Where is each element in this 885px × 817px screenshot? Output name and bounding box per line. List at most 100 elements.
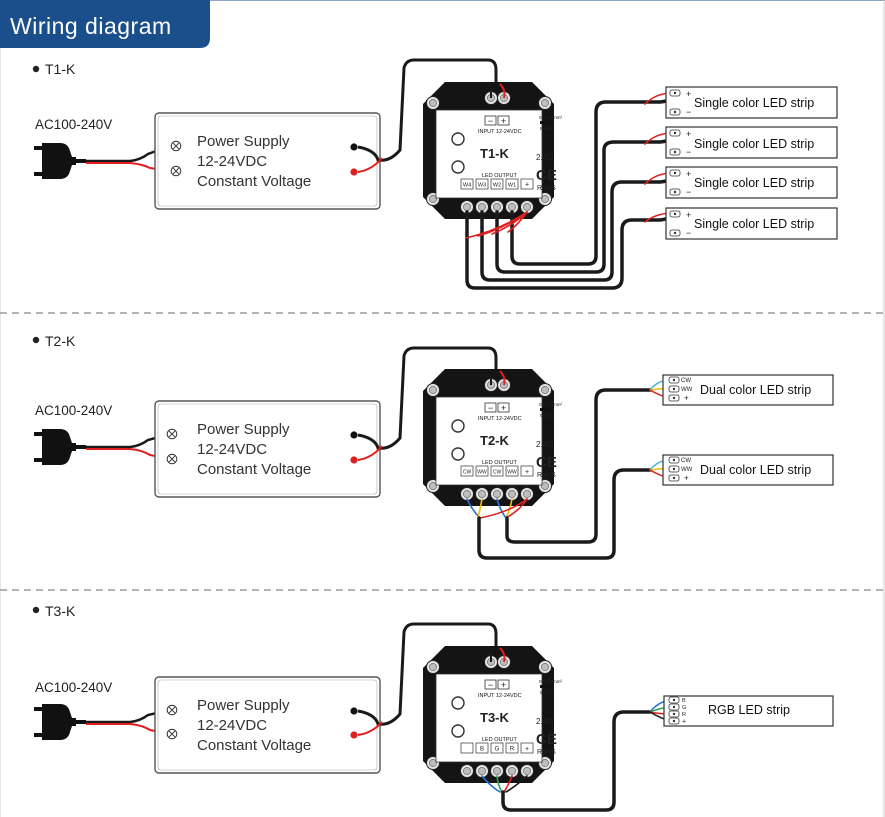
svg-text:B: B [480, 747, 484, 753]
svg-text:WW: WW [681, 467, 693, 473]
svg-text:+: + [686, 169, 691, 179]
section-t1k: T1-K AC100-240V Power Supply 12-24VDC Co… [32, 58, 838, 290]
section-title: T1-K [45, 61, 76, 77]
strip-label: Single color LED strip [694, 96, 814, 110]
led-strip: CW WW + Dual color LED strip [662, 454, 834, 486]
svg-text:−: − [686, 147, 691, 157]
svg-text:6-9mm: 6-9mm [540, 126, 554, 131]
page-title: Wiring diagram [10, 13, 172, 39]
svg-text:R: R [682, 712, 686, 718]
svg-text:R: R [510, 747, 515, 753]
power-supply: Power Supply 12-24VDC Constant Voltage [154, 400, 381, 498]
svg-text:INPUT 12-24VDC: INPUT 12-24VDC [478, 129, 522, 135]
svg-text:CW: CW [681, 458, 691, 464]
output-wires [466, 379, 671, 560]
svg-text:G: G [682, 705, 686, 711]
svg-text:W4: W4 [463, 183, 471, 189]
svg-text:−: − [488, 403, 493, 413]
led-strip: B G R + RGB LED strip [663, 695, 834, 727]
controller: − + INPUT 12-24VDC 0.5-2.0mm² 6-9mm T2-K… [423, 369, 563, 506]
section-title: T2-K [45, 333, 76, 349]
svg-text:−: − [686, 107, 691, 117]
strip-label: Dual color LED strip [700, 463, 811, 477]
output-terminal-labels: CW WW CW WW + [460, 465, 534, 477]
svg-text:+: + [684, 394, 689, 403]
output-terminal-labels: W4 W3 W2 W1 + [460, 178, 534, 190]
psu-line1: Power Supply [197, 421, 290, 438]
svg-text:INPUT 12-24VDC: INPUT 12-24VDC [478, 693, 522, 699]
psu-line2: 12-24VDC [197, 441, 267, 458]
svg-text:2.4G: 2.4G [536, 717, 553, 726]
bullet-icon [32, 336, 40, 344]
svg-text:+: + [525, 746, 529, 753]
controller-model: T3-K [480, 710, 510, 725]
svg-text:−: − [488, 680, 493, 690]
section-t2k: T2-K AC100-240V Power Supply 12-24VDC Co… [32, 333, 834, 560]
svg-text:RoHS: RoHS [537, 185, 556, 192]
strip-label: Single color LED strip [694, 217, 814, 231]
controller-model: T1-K [480, 146, 510, 161]
svg-text:RoHS: RoHS [537, 749, 556, 756]
svg-text:+: + [525, 469, 529, 476]
strip-label: Dual color LED strip [700, 383, 811, 397]
svg-text:2.4G: 2.4G [536, 440, 553, 449]
mains-label: AC100-240V [35, 117, 112, 132]
svg-text:6-9mm: 6-9mm [540, 413, 554, 418]
header-tab [0, 0, 210, 48]
svg-text:CE: CE [536, 454, 557, 471]
svg-text:−: − [686, 187, 691, 197]
svg-text:+: + [525, 182, 529, 189]
led-strip: + − Single color LED strip [665, 207, 838, 240]
svg-text:WW: WW [681, 387, 693, 393]
svg-text:6-9mm: 6-9mm [540, 690, 554, 695]
led-strip: + − Single color LED strip [665, 86, 838, 119]
psu-line2: 12-24VDC [197, 717, 267, 734]
power-plug-icon [34, 704, 86, 740]
power-supply: Power Supply 12-24VDC Constant Voltage [154, 676, 381, 774]
bullet-icon [32, 65, 40, 73]
svg-text:LED OUTPUT: LED OUTPUT [482, 173, 517, 179]
svg-text:+: + [501, 116, 506, 126]
svg-text:W1: W1 [508, 183, 516, 189]
svg-text:+: + [686, 210, 691, 220]
bullet-icon [32, 606, 40, 614]
output-terminal-labels: B G R + [460, 742, 534, 754]
svg-text:CE: CE [536, 731, 557, 748]
svg-text:+: + [686, 129, 691, 139]
strip-label: Single color LED strip [694, 137, 814, 151]
controller: − + INPUT 12-24VDC 0.5-2.0mm² 6-9mm T1-K… [423, 82, 563, 219]
header: Wiring diagram [0, 0, 210, 48]
svg-text:0.5-2.0mm²: 0.5-2.0mm² [539, 402, 563, 407]
led-strip: + − Single color LED strip [665, 166, 838, 199]
psu-line3: Constant Voltage [197, 173, 311, 190]
svg-text:CE: CE [536, 167, 557, 184]
svg-text:0.5-2.0mm²: 0.5-2.0mm² [539, 679, 563, 684]
svg-text:+: + [682, 719, 686, 726]
svg-text:+: + [686, 89, 691, 99]
led-strip: CW WW + Dual color LED strip [662, 374, 834, 406]
svg-text:0.5-2.0mm²: 0.5-2.0mm² [539, 115, 563, 120]
psu-line1: Power Supply [197, 133, 290, 150]
svg-text:INPUT 12-24VDC: INPUT 12-24VDC [478, 416, 522, 422]
output-wires [465, 92, 672, 290]
svg-text:CW: CW [681, 378, 691, 384]
controller: − + INPUT 12-24VDC 0.5-2.0mm² 6-9mm T3-K… [423, 646, 563, 783]
psu-line3: Constant Voltage [197, 461, 311, 478]
svg-text:−: − [686, 228, 691, 238]
svg-text:−: − [488, 116, 493, 126]
svg-text:B: B [682, 698, 686, 704]
svg-text:RoHS: RoHS [537, 472, 556, 479]
svg-text:+: + [501, 403, 506, 413]
psu-line3: Constant Voltage [197, 737, 311, 754]
svg-text:+: + [501, 680, 506, 690]
psu-line2: 12-24VDC [197, 153, 267, 170]
svg-text:LED OUTPUT: LED OUTPUT [482, 737, 517, 743]
svg-text:2.4G: 2.4G [536, 153, 553, 162]
psu-line1: Power Supply [197, 697, 290, 714]
svg-text:G: G [495, 747, 500, 753]
led-strip: + − Single color LED strip [665, 126, 838, 159]
svg-text:W2: W2 [493, 183, 501, 189]
section-title: T3-K [45, 603, 76, 619]
svg-text:WW: WW [507, 470, 517, 476]
